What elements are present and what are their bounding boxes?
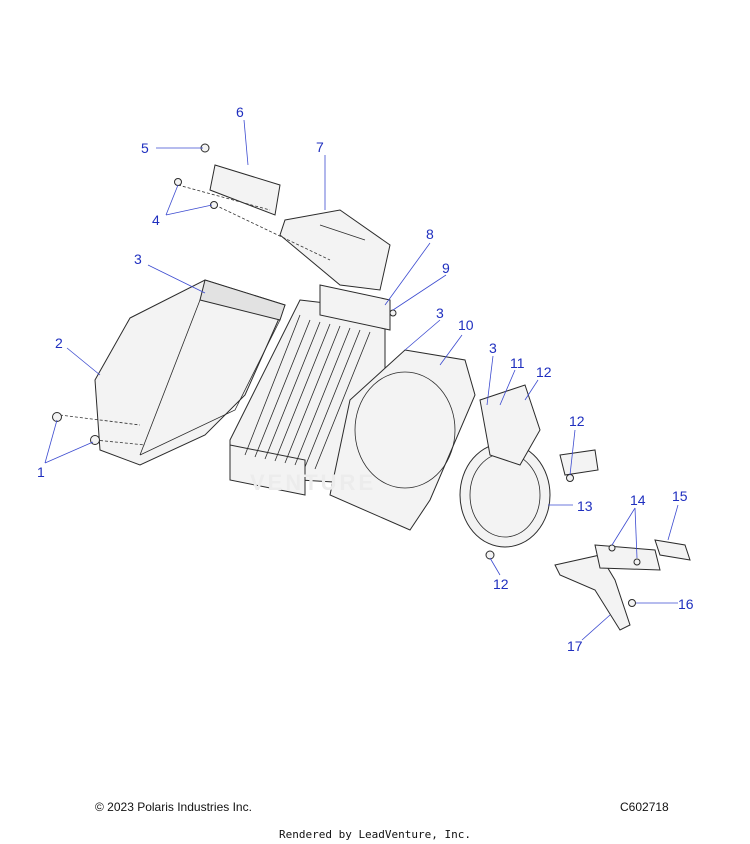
callout-15: 15: [672, 488, 688, 504]
diagram-id: C602718: [620, 800, 669, 814]
leader-lines: [44, 119, 679, 641]
callout-12: 12: [536, 364, 552, 380]
callout-4: 4: [152, 212, 160, 228]
fasteners: [52, 143, 641, 607]
callout-14: 14: [630, 492, 646, 508]
callout-1: 1: [37, 464, 45, 480]
shroud-part: [94, 279, 286, 466]
callout-17: 17: [567, 638, 583, 654]
fan-bracket-part: [479, 384, 599, 476]
callout-6: 6: [236, 104, 244, 120]
clip-part: [654, 539, 691, 561]
callout-12: 12: [493, 576, 509, 592]
callout-2: 2: [55, 335, 63, 351]
callout-7: 7: [316, 139, 324, 155]
copyright-text: © 2023 Polaris Industries Inc.: [95, 800, 252, 814]
callout-3: 3: [436, 305, 444, 321]
callout-3: 3: [489, 340, 497, 356]
fan-shroud-part: [329, 349, 476, 531]
callout-5: 5: [141, 140, 149, 156]
callout-10: 10: [458, 317, 474, 333]
bracket-part: [209, 164, 281, 216]
rendered-by-text: Rendered by LeadVenture, Inc.: [278, 828, 472, 841]
callout-16: 16: [678, 596, 694, 612]
callout-8: 8: [426, 226, 434, 242]
module-part: [279, 209, 391, 291]
callout-12: 12: [569, 413, 585, 429]
callout-13: 13: [577, 498, 593, 514]
watermark-text: VENTURE: [250, 470, 377, 495]
callout-11: 11: [510, 355, 525, 371]
callout-3: 3: [134, 251, 142, 267]
callout-9: 9: [442, 260, 450, 276]
